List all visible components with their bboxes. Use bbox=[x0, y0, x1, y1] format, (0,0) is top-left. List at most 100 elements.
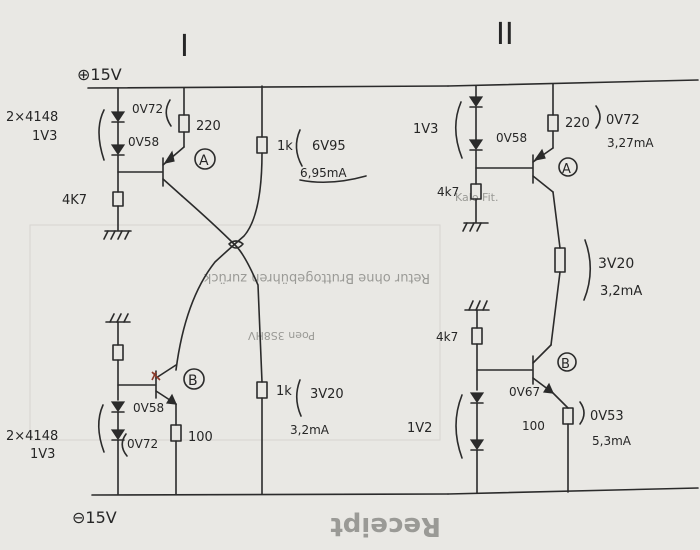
supply-negative-label: ⊖15V bbox=[72, 508, 117, 527]
resistor-i-1k-bottom-current: 3,2mA bbox=[290, 423, 330, 437]
diode-ii-top-2 bbox=[468, 139, 484, 151]
circuit-i: I ⊕15V ⊖15V 2×4148 1V3 0V72 0V58 4K7 A bbox=[6, 29, 449, 527]
resistor-ii-100-label: 100 bbox=[522, 419, 545, 433]
wire-ii-bottom-diode-link bbox=[470, 402, 484, 441]
transistor-a-ii-marker bbox=[558, 157, 578, 177]
diode-i-top-2 bbox=[110, 144, 126, 156]
cross-wire-a-to-1k-bottom bbox=[181, 195, 263, 383]
resistor-ii-mid-current: 3,2mA bbox=[600, 284, 642, 299]
diodes-i-bottom-drop-bracket bbox=[121, 433, 128, 457]
ground-i-top-hatch bbox=[103, 230, 130, 240]
diode-i-top-bracket bbox=[98, 109, 105, 161]
resistor-ii-100-current: 5,3mA bbox=[592, 434, 632, 448]
show-through-text-2: Retur ohne Bruttogebühren zurück bbox=[203, 270, 430, 285]
ground-i-bottom-hatch bbox=[109, 313, 129, 323]
cross-wire-hop bbox=[228, 240, 244, 249]
resistor-i-4k7-top-label: 4K7 bbox=[62, 193, 87, 208]
transistor-a-i-marker bbox=[194, 148, 216, 170]
transistor-b-ii-arrow bbox=[542, 382, 554, 394]
diodes-i-bottom-voltage: 1V3 bbox=[30, 447, 55, 462]
wire-ii-bottom-diode-out bbox=[470, 449, 484, 494]
resistor-i-1k-top-voltage: 6V95 bbox=[312, 139, 346, 154]
resistor-ii-220-label: 220 bbox=[565, 116, 590, 131]
transistor-a-ii-label: A bbox=[562, 162, 571, 177]
diode-ii-top-1 bbox=[468, 96, 484, 108]
wire-ii-mid-top bbox=[552, 191, 561, 249]
transistor-a-ii-vbe: 0V58 bbox=[496, 131, 527, 145]
resistor-i-1k-bottom-bracket bbox=[295, 379, 302, 417]
show-through-text-1: Kalo Fit. bbox=[455, 191, 498, 204]
resistor-ii-4k7-top-label: 4k7 bbox=[437, 185, 459, 199]
transistor-b-i-marker bbox=[183, 368, 205, 390]
positive-rail-ii bbox=[447, 79, 699, 87]
resistor-i-1k-bottom-voltage: 3V20 bbox=[310, 387, 344, 402]
diode-i-bottom-1 bbox=[110, 401, 126, 413]
resistor-ii-mid-bracket bbox=[583, 239, 592, 301]
resistor-ii-220-voltage: 0V72 bbox=[606, 113, 640, 128]
resistor-i-1k-top-current: 6,95mA bbox=[300, 166, 347, 180]
ground-ii-bottom-hatch bbox=[468, 300, 488, 311]
resistor-i-1k-top bbox=[256, 136, 268, 154]
negative-rail-ii bbox=[447, 487, 699, 495]
diodes-i-top-drop: 0V72 bbox=[132, 102, 163, 116]
show-through-text-3: Poen 3S8HV bbox=[248, 329, 315, 342]
ground-ii-top bbox=[463, 198, 489, 224]
diodes-i-top-voltage: 1V3 bbox=[32, 129, 57, 144]
diodes-i-bottom-drop: 0V72 bbox=[127, 437, 158, 451]
wire-ii-top-diode-out bbox=[469, 149, 483, 185]
transistor-b-ii-label: B bbox=[561, 357, 570, 372]
transistor-b-ii-marker bbox=[557, 352, 577, 372]
diodes-ii-bottom-bracket bbox=[455, 394, 463, 459]
transistor-b-ii-vbe: 0V67 bbox=[509, 385, 540, 399]
show-through-box bbox=[29, 224, 441, 441]
diodes-i-top-label: 2×4148 bbox=[6, 110, 58, 125]
circuit-ii-title: II bbox=[496, 17, 514, 52]
diode-ii-bottom-1 bbox=[469, 392, 485, 404]
ground-ii-top-hatch bbox=[462, 222, 482, 232]
resistor-ii-220-bracket bbox=[595, 105, 601, 129]
resistor-ii-100-voltage: 0V53 bbox=[590, 409, 624, 424]
diodes-i-bottom-label: 2×4148 bbox=[6, 429, 58, 444]
transistor-a-i-vbe: 0V58 bbox=[128, 135, 159, 149]
resistor-ii-mid-voltage: 3V20 bbox=[598, 256, 634, 272]
wire-i-bottom-diode-link bbox=[111, 411, 125, 431]
wire-i-diode-link bbox=[111, 121, 125, 146]
ground-i-top bbox=[104, 205, 132, 232]
wire-ii-100-top bbox=[552, 392, 569, 409]
wire-ii-mid-bottom bbox=[550, 271, 561, 346]
transistor-a-ii-arrow bbox=[533, 148, 546, 161]
resistor-i-1k-top-underline bbox=[299, 175, 367, 184]
resistor-ii-220-current: 3,27mA bbox=[607, 136, 654, 150]
resistor-i-220-label: 220 bbox=[196, 119, 221, 134]
resistor-ii-4k7-bottom-label: 4k7 bbox=[436, 330, 458, 344]
drop-i-bracket bbox=[165, 99, 172, 127]
wire-i-bottom-diode-out bbox=[111, 439, 125, 495]
transistor-a-i-label: A bbox=[199, 153, 209, 169]
resistor-i-1k-top-bracket bbox=[295, 129, 303, 167]
transistor-b-i-correction bbox=[151, 371, 161, 381]
transistor-b-i-label: B bbox=[188, 373, 198, 389]
supply-positive-label: ⊕15V bbox=[77, 65, 122, 84]
diode-i-bottom-2 bbox=[110, 429, 126, 441]
diodes-ii-top-voltage: 1V3 bbox=[413, 122, 438, 137]
transistor-b-i-arrow bbox=[165, 393, 177, 405]
cross-wire-1k-top-to-b bbox=[175, 152, 263, 371]
resistor-ii-100-bracket bbox=[579, 401, 585, 425]
diodes-ii-top-bracket bbox=[454, 101, 463, 159]
transistor-a-i-arrow bbox=[163, 150, 175, 164]
diodes-ii-bottom-voltage: 1V2 bbox=[407, 421, 432, 436]
positive-rail-i bbox=[87, 85, 449, 89]
resistor-i-1k-top-label: 1k bbox=[277, 139, 293, 154]
negative-rail-i bbox=[91, 493, 449, 496]
circuit-ii: II 1V3 0V58 4k7 A 220 0V72 3,27mA bbox=[407, 17, 699, 495]
diode-i-top-1 bbox=[110, 111, 126, 123]
circuit-i-title: I bbox=[180, 29, 189, 64]
diodes-i-bottom-bracket bbox=[97, 404, 105, 453]
wire-i-diode-out bbox=[111, 154, 125, 193]
wire-ii-top-diode-link bbox=[469, 106, 483, 141]
transistor-b-i-vbe: 0V58 bbox=[133, 401, 164, 415]
show-through-receipt: Receipt bbox=[330, 511, 441, 541]
diode-ii-bottom-2 bbox=[469, 439, 485, 451]
